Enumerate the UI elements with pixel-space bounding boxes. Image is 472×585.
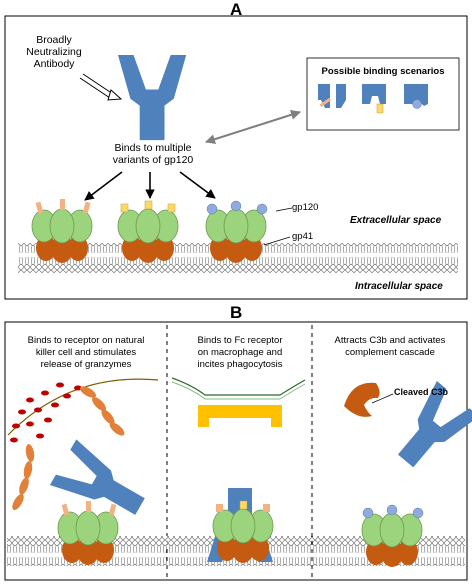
spike-pink — [31, 199, 93, 264]
intracellular-label: Intracellular space — [355, 281, 443, 292]
antibody-col1 — [49, 439, 145, 515]
spike-yellow — [117, 200, 179, 264]
binding-scenarios-box — [306, 57, 460, 131]
panel-a-letter: A — [230, 0, 243, 19]
pointer-arrow — [79, 73, 123, 101]
c3b-leader — [371, 393, 394, 404]
gp120-label: gp120 — [292, 202, 319, 213]
panel-a — [4, 15, 468, 300]
spike-col1 — [57, 501, 119, 566]
cleaved-c3b-shape — [344, 382, 380, 417]
granzymes — [10, 382, 82, 443]
cleaved-c3b-label: Cleaved C3b — [394, 387, 449, 397]
arrow-right — [179, 171, 216, 199]
nk-receptor-chain-top — [79, 386, 125, 436]
gp41-label: gp41 — [292, 231, 314, 242]
spike-col3 — [361, 504, 424, 568]
macrophage-membrane-inner — [171, 381, 306, 400]
fc-receptor — [198, 405, 282, 427]
gp41-leader — [263, 236, 291, 246]
extracellular-label: Extracellular space — [350, 215, 442, 226]
antibody-label: Broadly Neutralizing Antibody — [26, 34, 82, 70]
spike-col2 — [212, 500, 274, 564]
arrow-left — [84, 171, 123, 201]
macrophage-membrane-outer — [171, 377, 306, 396]
double-arrow — [205, 109, 301, 145]
scenario-2 — [362, 84, 386, 114]
antibody-col3 — [397, 380, 472, 468]
panel-b — [4, 321, 472, 581]
col3-text: Attracts C3b and activates complement ca… — [334, 335, 446, 358]
spike-blue — [205, 200, 268, 264]
binds-label: Binds to multiple variants of gp120 — [112, 142, 194, 166]
col1-text: Binds to receptor on natural killer cell… — [27, 335, 145, 370]
panel-b-letter: B — [230, 303, 243, 322]
gp120-leader — [275, 207, 293, 212]
scenario-3 — [404, 84, 428, 109]
nk-receptor-chain-left — [12, 444, 35, 511]
scenarios-title: Possible binding scenarios — [321, 66, 445, 77]
col2-text: Binds to Fc receptor on macrophage and i… — [197, 335, 283, 370]
scenario-1 — [318, 84, 346, 108]
